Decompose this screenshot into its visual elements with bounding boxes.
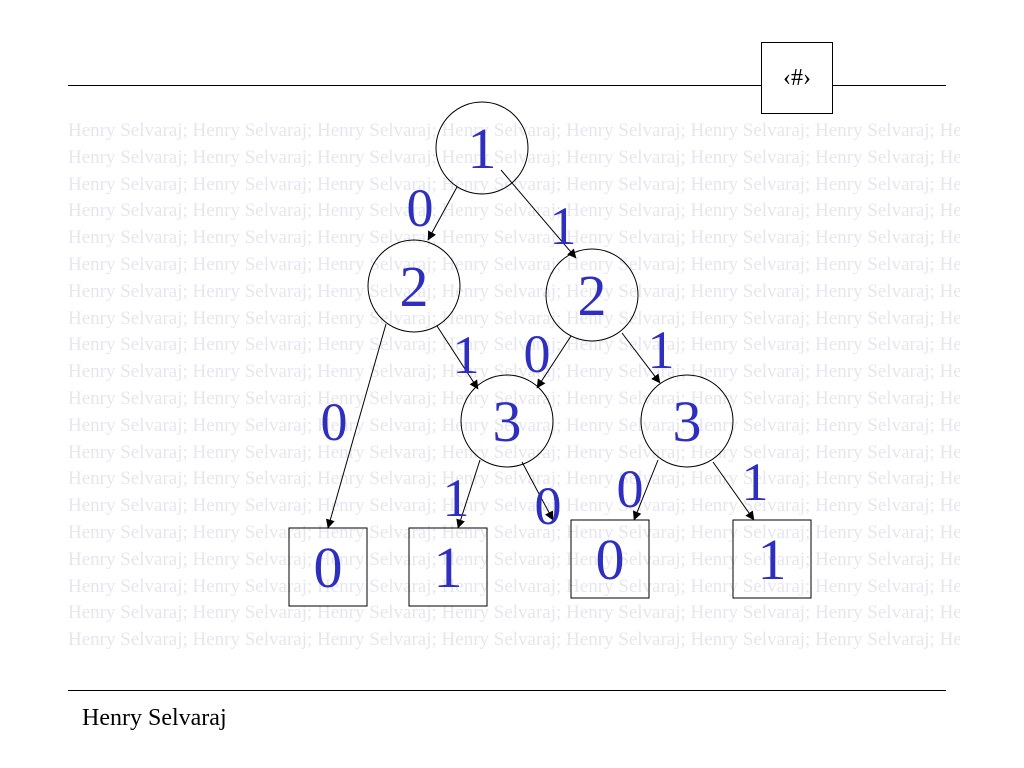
node-label: 3 <box>673 389 702 454</box>
edge-label: 1 <box>453 325 480 385</box>
edge-n2b-to-n3a <box>536 335 572 389</box>
terminal-node-t0b: 0 <box>570 519 650 599</box>
footer-rule <box>68 690 946 691</box>
edge-n3b-to-t0b <box>632 459 659 521</box>
decision-node-n3b: 3 <box>640 374 734 468</box>
edge-label: 1 <box>742 452 769 512</box>
decision-node-n2a: 2 <box>367 239 461 333</box>
node-label: 3 <box>493 389 522 454</box>
node-square <box>570 519 650 599</box>
node-label: 2 <box>578 263 607 328</box>
node-label: 2 <box>400 254 429 319</box>
edge-label: 0 <box>407 178 434 238</box>
edge-n2b-to-n3b <box>621 332 661 384</box>
node-label: 1 <box>468 116 497 181</box>
node-circle <box>367 239 461 333</box>
footer-author: Henry Selvaraj <box>82 705 227 731</box>
slide-number: ‹#› <box>783 64 811 91</box>
node-label: 1 <box>434 535 463 600</box>
edge-label: 0 <box>321 392 348 452</box>
node-circle <box>460 374 554 468</box>
edge-label: 1 <box>648 320 675 380</box>
node-circle <box>545 248 639 342</box>
slide-number-box: ‹#› <box>761 42 833 114</box>
header-rule <box>68 85 946 86</box>
node-square <box>408 527 488 607</box>
node-label: 0 <box>596 527 625 592</box>
edge-n2a-to-t0a <box>325 323 387 529</box>
edge-label: 1 <box>550 196 577 256</box>
terminal-node-t1b: 1 <box>732 519 812 599</box>
edge-label: 0 <box>617 459 644 519</box>
node-circle <box>435 101 529 195</box>
terminal-node-t1a: 1 <box>408 527 488 607</box>
edge-n1-to-n2a <box>427 186 458 241</box>
edge-n3a-to-t1a <box>456 459 481 529</box>
edge-label: 0 <box>535 476 562 536</box>
edge-n3b-to-t1b <box>712 461 755 521</box>
decision-node-n3a: 3 <box>460 374 554 468</box>
edge-n2a-to-n3a <box>436 325 479 390</box>
node-square <box>288 527 368 607</box>
decision-node-n2b: 2 <box>545 248 639 342</box>
terminal-node-t0a: 0 <box>288 527 368 607</box>
node-label: 0 <box>314 535 343 600</box>
node-square <box>732 519 812 599</box>
edge-label: 0 <box>524 324 551 384</box>
node-label: 1 <box>758 527 787 592</box>
edge-n3a-to-t0b <box>521 461 554 521</box>
decision-node-n1: 1 <box>435 101 529 195</box>
edge-label: 1 <box>443 468 470 528</box>
edge-n1-to-n2b <box>500 169 577 259</box>
node-circle <box>640 374 734 468</box>
